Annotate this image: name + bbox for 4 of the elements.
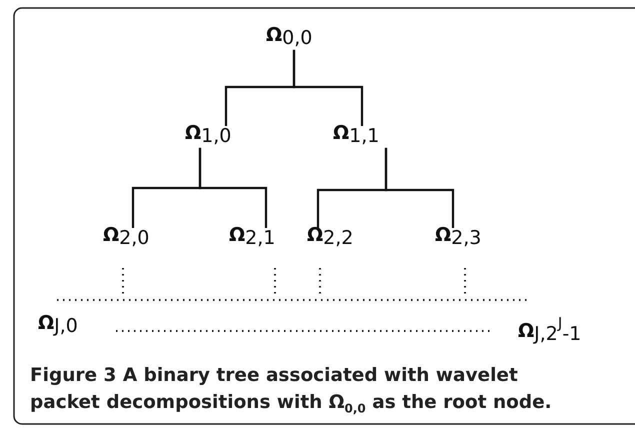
tree-branch-line [292, 50, 364, 126]
figure-caption: Figure 3 A binary tree associated with wavelet packet decompositions with Ω$_{0,0}$ as the root node. [30, 364, 553, 418]
tree-branch-line [198, 148, 268, 228]
tree-branch-line [384, 148, 454, 228]
